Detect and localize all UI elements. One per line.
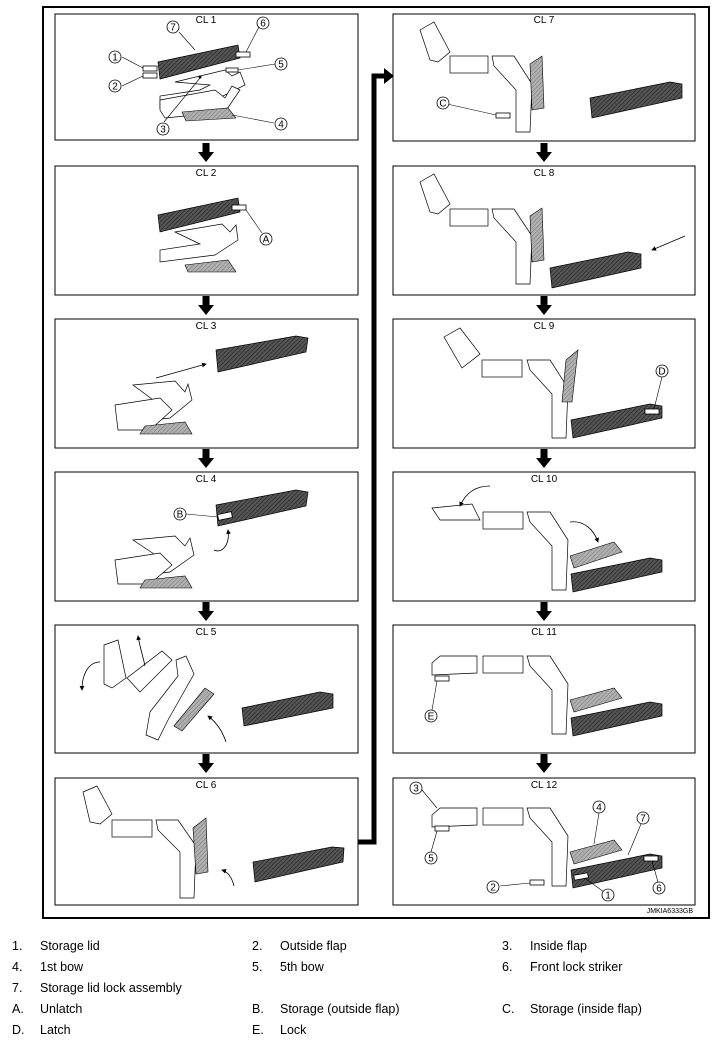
panel-cl9: CL 9 D — [392, 318, 696, 449]
panel-title: CL 11 — [531, 627, 557, 638]
panel-title: CL 4 — [196, 474, 217, 485]
storage-lid — [157, 44, 241, 80]
callout-4: 4 — [596, 803, 602, 814]
panel-title: CL 9 — [534, 321, 555, 332]
callout-B: B — [177, 510, 184, 521]
panel-cl2: CL 2 A — [54, 165, 359, 296]
callout-6: 6 — [656, 884, 662, 895]
panel-cl11: CL 11 E — [392, 624, 696, 754]
callout-2: 2 — [490, 883, 496, 894]
panel-cl8: CL 8 — [392, 165, 696, 296]
panel-cl4: CL 4 B — [54, 471, 359, 602]
panel-cl5: CL 5 — [54, 624, 359, 754]
panel-title: CL 2 — [196, 168, 217, 179]
figure-frame — [42, 6, 710, 919]
panel-title: CL 12 — [531, 780, 558, 791]
callout-5: 5 — [428, 854, 434, 865]
callout-1: 1 — [112, 53, 118, 64]
first-bow — [181, 107, 237, 122]
callout-D: D — [658, 367, 665, 378]
panel-cl1: CL 1 1 2 7 6 5 3 4 — [54, 13, 359, 141]
parts-legend: 1.Storage lid 2.Outside flap 3.Inside fl… — [12, 939, 642, 1037]
panel-title: CL 7 — [534, 15, 555, 26]
panel-cl12: CL 12 3 5 2 4 7 6 1 — [392, 777, 696, 906]
panel-title: CL 3 — [196, 321, 217, 332]
callout-3: 3 — [160, 125, 166, 136]
panel-cl10: CL 10 — [392, 471, 696, 602]
panel-title: CL 1 — [196, 15, 217, 26]
convertible-top-operation-diagram: CL 1 1 2 7 6 5 3 4 CL — [42, 6, 710, 919]
callout-4: 4 — [278, 120, 284, 131]
callout-1: 1 — [605, 891, 611, 902]
panel-title: CL 8 — [534, 168, 555, 179]
callout-7: 7 — [640, 814, 646, 825]
flow-connector — [358, 73, 388, 845]
panel-title: CL 10 — [531, 474, 558, 485]
panel-cl7: CL 7 C — [392, 13, 696, 142]
callout-7: 7 — [170, 23, 176, 34]
callout-5: 5 — [278, 60, 284, 71]
callout-3: 3 — [413, 784, 419, 795]
callout-2: 2 — [112, 82, 118, 93]
callout-C: C — [439, 99, 446, 110]
callout-6: 6 — [260, 19, 266, 30]
callout-E: E — [428, 712, 435, 723]
panel-title: CL 6 — [196, 780, 217, 791]
figure-ref-code: JMKIA6333GB — [647, 908, 694, 915]
panel-cl3: CL 3 — [54, 318, 359, 449]
panel-title: CL 5 — [196, 627, 217, 638]
callout-A: A — [263, 235, 270, 246]
panel-cl6: CL 6 — [54, 777, 359, 906]
